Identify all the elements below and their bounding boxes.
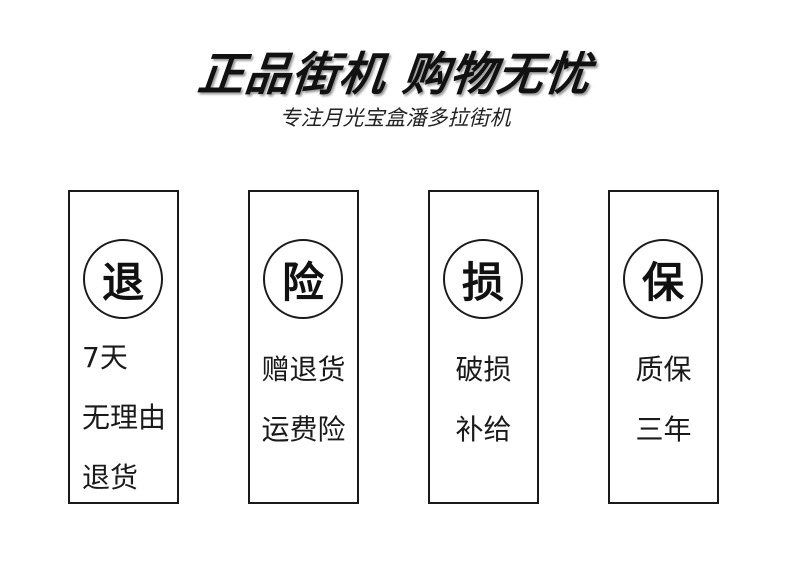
card-line: 赠退货 (261, 353, 346, 386)
guarantee-card-warranty: 保 质保 三年 (608, 190, 719, 504)
card-line: 三年 (635, 413, 692, 446)
warranty-badge-icon: 保 (623, 239, 703, 319)
card-line: 无理由 (82, 401, 167, 434)
page-title: 正品街机 购物无忧 (195, 47, 595, 101)
guarantee-card-insurance: 险 赠退货 运费险 (248, 190, 359, 504)
guarantee-card-return: 退 7天 无理由 退货 (68, 190, 179, 504)
guarantee-card-damage: 损 破损 补给 (428, 190, 539, 504)
badge-label: 损 (461, 257, 504, 307)
badge-label: 保 (641, 257, 684, 307)
return-badge-icon: 退 (83, 239, 163, 319)
card-line: 破损 (455, 353, 512, 386)
card-line: 运费险 (261, 413, 346, 446)
damage-badge-icon: 损 (443, 239, 523, 319)
badge-label: 退 (101, 257, 144, 307)
badge-label: 险 (281, 257, 324, 307)
card-line: 补给 (455, 413, 512, 446)
card-line: 7天 (82, 341, 128, 374)
card-line: 退货 (82, 461, 139, 494)
page-subtitle: 专注月光宝盒潘多拉街机 (279, 106, 511, 130)
insurance-badge-icon: 险 (263, 239, 343, 319)
card-line: 质保 (635, 353, 692, 386)
